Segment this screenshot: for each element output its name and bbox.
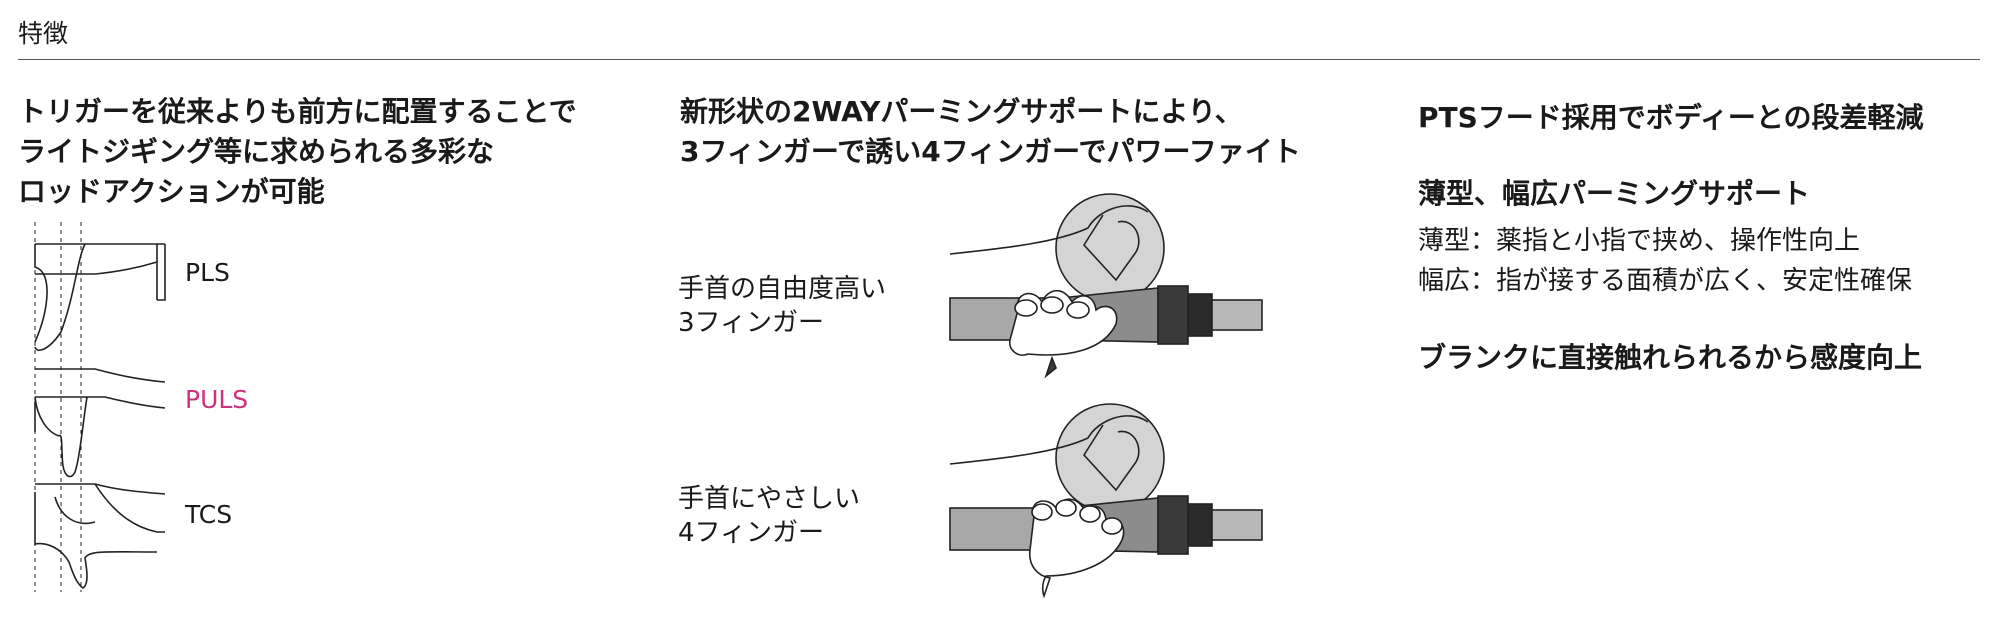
label-pls: PLS (185, 258, 230, 287)
wide-support-detail: 幅広：指が接する面積が広く、安定性確保 (1418, 266, 1913, 296)
thin-support-detail: 薄型：薬指と小指で挟め、操作性向上 (1418, 226, 1861, 256)
trigger-headline: トリガーを従来よりも前方に配置することで ライトジギング等に求められる多彩な ロ… (18, 92, 577, 212)
grip4-caption-line: 4フィンガー (678, 518, 825, 548)
headline-line: ロッドアクションが可能 (18, 175, 325, 208)
reel-seat-comparison-diagram (34, 222, 166, 592)
section-divider (18, 59, 1980, 60)
label-puls: PULS (185, 385, 249, 414)
tcs-seat-outline (34, 483, 166, 589)
section-title: 特徴 (18, 19, 69, 48)
four-finger-grip-illustration (949, 403, 1263, 599)
headline-line: 新形状の2WAYパーミングサポートにより、 (680, 95, 1243, 128)
puls-seat-outline (34, 368, 166, 478)
blank-touch-headline: ブランクに直接触れられるから感度向上 (1418, 341, 1923, 374)
headline-line: 3フィンガーで誘い4フィンガーでパワーファイト (680, 135, 1301, 168)
label-tcs: TCS (185, 500, 233, 529)
pls-seat-outline (34, 243, 166, 351)
grip3-caption-line: 手首の自由度高い (678, 274, 887, 304)
grip3-caption-line: 3フィンガー (678, 308, 825, 338)
headline-line: トリガーを従来よりも前方に配置することで (18, 95, 577, 128)
palming-support-headline: 新形状の2WAYパーミングサポートにより、 3フィンガーで誘い4フィンガーでパワ… (680, 92, 1301, 172)
three-finger-grip-illustration (949, 193, 1263, 379)
grip4-caption-line: 手首にやさしい (678, 484, 861, 514)
headline-line: ライトジギング等に求められる多彩な (18, 135, 495, 168)
pts-hood-headline: PTSフード採用でボディーとの段差軽減 (1418, 101, 1924, 134)
thin-wide-support-headline: 薄型、幅広パーミングサポート (1418, 177, 1811, 210)
